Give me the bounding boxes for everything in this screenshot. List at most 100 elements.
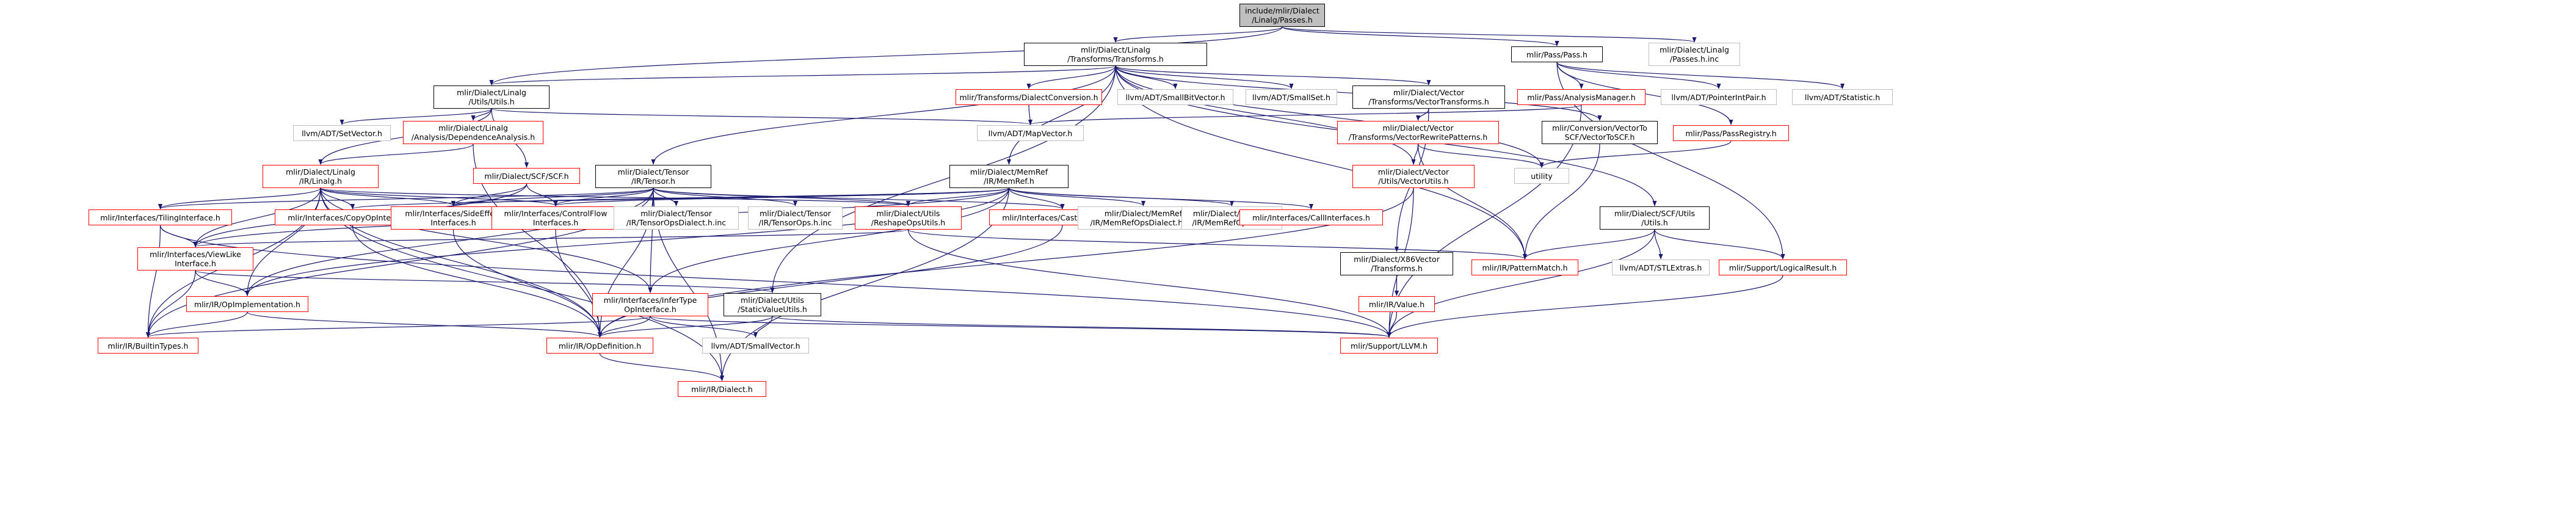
- edge-tilingiface-to-llvmh: [159, 225, 1391, 338]
- node-label: llvm/ADT/SmallVector.h: [711, 341, 800, 351]
- edge-staticvalue-to-opdefinition: [598, 316, 773, 338]
- edge-root-to-linalgutils: [489, 26, 1283, 85]
- node-opdefinition[interactable]: mlir/IR/OpDefinition.h: [546, 338, 653, 354]
- node-label: mlir/Dialect/Tensor /IR/TensorOps.h.inc: [758, 209, 832, 227]
- edge-transforms-to-vectorutils: [1115, 65, 1416, 165]
- node-label: mlir/Dialect/Tensor /IR/TensorOpsDialect…: [626, 209, 727, 227]
- node-builtintypes[interactable]: mlir/IR/BuiltinTypes.h: [98, 338, 198, 354]
- node-label: mlir/IR/OpImplementation.h: [194, 299, 300, 309]
- node-tilingiface[interactable]: mlir/Interfaces/TilingInterface.h: [89, 209, 232, 225]
- node-scfutils[interactable]: mlir/Dialect/SCF/Utils /Utils.h: [1600, 206, 1710, 230]
- node-label: mlir/Dialect/MemRef /IR/MemRef.h: [970, 167, 1048, 186]
- edge-memrefh-to-memrefopsdialect: [1008, 187, 1145, 206]
- node-calliface[interactable]: mlir/Interfaces/CallInterfaces.h: [1239, 209, 1383, 225]
- node-label: mlir/Dialect/Linalg /IR/Linalg.h: [286, 167, 355, 186]
- node-label: llvm/ADT/SmallBitVector.h: [1125, 92, 1225, 102]
- node-memrefh[interactable]: mlir/Dialect/MemRef /IR/MemRef.h: [949, 165, 1068, 188]
- edge-memrefh-to-opimpl: [245, 187, 1010, 296]
- edge-reshapeops-to-viewlike: [194, 229, 909, 247]
- node-x86vector[interactable]: mlir/Dialect/X86Vector /Transforms.h: [1340, 252, 1453, 275]
- edge-sideeffect-to-opdefinition: [452, 229, 602, 338]
- node-label: mlir/Support/LLVM.h: [1351, 341, 1428, 351]
- node-label: llvm/ADT/MapVector.h: [988, 128, 1073, 138]
- edge-opimpl-to-builtintypes: [146, 311, 248, 338]
- edge-memrefh-to-reshapeops: [906, 187, 1010, 206]
- node-setvector[interactable]: llvm/ADT/SetVector.h: [293, 125, 391, 141]
- node-label: mlir/Dialect/MemRef /IR/MemRefOpsDialect…: [1090, 209, 1197, 227]
- edge-opimpl-to-opdefinition: [247, 311, 602, 338]
- edge-logicalresult-to-llvmh: [1387, 275, 1783, 338]
- node-dialectconv[interactable]: mlir/Transforms/DialectConversion.h: [956, 89, 1102, 105]
- node-pointerintpair[interactable]: llvm/ADT/PointerIntPair.h: [1661, 89, 1777, 105]
- edge-linalgh-to-infertype: [320, 187, 653, 293]
- node-utility[interactable]: utility: [1514, 168, 1569, 184]
- node-depanalysis[interactable]: mlir/Dialect/Linalg /Analysis/Dependence…: [403, 121, 543, 144]
- node-linalgutils[interactable]: mlir/Dialect/Linalg /Utils/Utils.h: [434, 85, 550, 109]
- edge-scfutils-to-patternmatch: [1523, 229, 1655, 260]
- node-controlflow[interactable]: mlir/Interfaces/ControlFlow Interfaces.h: [492, 206, 620, 230]
- edge-memrefh-to-castiface: [1008, 187, 1065, 209]
- node-llvmh[interactable]: mlir/Support/LLVM.h: [1340, 338, 1438, 354]
- node-label: mlir/Interfaces/CallInterfaces.h: [1252, 213, 1370, 222]
- node-vectortoscf[interactable]: mlir/Conversion/VectorTo SCF/VectorToSCF…: [1542, 121, 1658, 144]
- node-stlextras[interactable]: llvm/ADT/STLExtras.h: [1612, 260, 1710, 275]
- node-label: mlir/IR/OpDefinition.h: [558, 341, 642, 351]
- edge-vectorrewrite-to-vectorutils: [1411, 144, 1419, 165]
- node-root[interactable]: include/mlir/Dialect /Linalg/Passes.h: [1239, 4, 1325, 27]
- edge-vectortoscf-to-patternmatch: [1523, 144, 1600, 260]
- edge-vectorrewrite-to-patternmatch: [1417, 144, 1527, 260]
- node-patternmatch[interactable]: mlir/IR/PatternMatch.h: [1471, 260, 1578, 275]
- node-smallbitvector[interactable]: llvm/ADT/SmallBitVector.h: [1117, 89, 1233, 105]
- node-infertype[interactable]: mlir/Interfaces/InferType OpInterface.h: [592, 293, 708, 316]
- edge-tensorh-to-tensoropsdialect: [653, 187, 678, 206]
- edge-scfutils-to-stlextras: [1654, 229, 1663, 260]
- node-tensoropshinc[interactable]: mlir/Dialect/Tensor /IR/TensorOps.h.inc: [748, 206, 843, 230]
- node-tensorh[interactable]: mlir/Dialect/Tensor /IR/Tensor.h: [595, 165, 711, 188]
- node-label: mlir/Pass/PassRegistry.h: [1685, 128, 1777, 138]
- node-label: llvm/ADT/Statistic.h: [1804, 92, 1881, 102]
- edge-passregistry-to-utility: [1539, 140, 1732, 168]
- edge-root-to-transforms: [1113, 26, 1283, 43]
- node-logicalresult[interactable]: mlir/Support/LogicalResult.h: [1719, 260, 1847, 275]
- edge-transforms-to-dialectconv: [1026, 65, 1116, 89]
- node-opimpl[interactable]: mlir/IR/OpImplementation.h: [186, 296, 308, 312]
- node-valueh[interactable]: mlir/IR/Value.h: [1359, 296, 1435, 312]
- node-reshapeops[interactable]: mlir/Dialect/Utils /ReshapeOpsUtils.h: [855, 206, 962, 230]
- node-passh[interactable]: mlir/Pass/Pass.h: [1511, 46, 1603, 62]
- edge-staticvalue-to-llvmh: [772, 316, 1391, 338]
- node-label: mlir/IR/Value.h: [1368, 299, 1425, 309]
- node-viewlike[interactable]: mlir/Interfaces/ViewLike Interface.h: [137, 247, 253, 271]
- node-scfh[interactable]: mlir/Dialect/SCF/SCF.h: [473, 168, 580, 184]
- node-passregistry[interactable]: mlir/Pass/PassRegistry.h: [1673, 125, 1789, 141]
- node-smallvector[interactable]: llvm/ADT/SmallVector.h: [702, 338, 809, 354]
- node-label: mlir/Pass/Pass.h: [1526, 49, 1587, 59]
- node-smallset[interactable]: llvm/ADT/SmallSet.h: [1246, 89, 1337, 105]
- node-mapvector[interactable]: llvm/ADT/MapVector.h: [977, 125, 1084, 141]
- node-statistic[interactable]: llvm/ADT/Statistic.h: [1792, 89, 1893, 105]
- edge-transforms-to-staticvalue: [770, 65, 1116, 293]
- edge-reshapeops-to-patternmatch: [907, 229, 1527, 260]
- node-label: include/mlir/Dialect /Linalg/Passes.h: [1245, 6, 1319, 24]
- node-transforms[interactable]: mlir/Dialect/Linalg /Transforms/Transfor…: [1024, 43, 1207, 66]
- edge-vectorrewrite-to-utility: [1417, 144, 1544, 168]
- node-vectorutils[interactable]: mlir/Dialect/Vector /Utils/VectorUtils.h: [1352, 165, 1475, 188]
- node-vectortransforms[interactable]: mlir/Dialect/Vector /Transforms/VectorTr…: [1352, 85, 1505, 109]
- node-vectorrewrite[interactable]: mlir/Dialect/Vector /Transforms/VectorRe…: [1337, 121, 1499, 144]
- edge-tilingiface-to-builtintypes: [146, 225, 161, 338]
- edge-infertype-to-builtintypes: [146, 316, 651, 338]
- node-analysismanager[interactable]: mlir/Pass/AnalysisManager.h: [1517, 89, 1645, 105]
- node-linalgh[interactable]: mlir/Dialect/Linalg /IR/Linalg.h: [263, 165, 379, 188]
- edge-linalgh-to-viewlike: [193, 187, 321, 247]
- node-tensoropsdialect[interactable]: mlir/Dialect/Tensor /IR/TensorOpsDialect…: [614, 206, 739, 230]
- node-dialecth[interactable]: mlir/IR/Dialect.h: [678, 381, 766, 397]
- edge-passh-to-statistic: [1556, 62, 1845, 89]
- edge-root-to-passh: [1282, 26, 1559, 46]
- node-label: mlir/Dialect/Linalg /Analysis/Dependence…: [411, 123, 535, 142]
- edge-castiface-to-opdefinition: [598, 225, 1063, 338]
- edge-viewlike-to-opimpl: [195, 270, 250, 296]
- node-staticvalue[interactable]: mlir/Dialect/Utils /StaticValueUtils.h: [724, 293, 821, 316]
- node-label: mlir/Interfaces/CopyOpInterface.h: [288, 213, 418, 222]
- edge-transforms-to-vectortransforms: [1115, 65, 1431, 85]
- node-passesinc[interactable]: mlir/Dialect/Linalg /Passes.h.inc: [1649, 43, 1740, 66]
- node-label: mlir/Dialect/Linalg /Passes.h.inc: [1660, 45, 1729, 64]
